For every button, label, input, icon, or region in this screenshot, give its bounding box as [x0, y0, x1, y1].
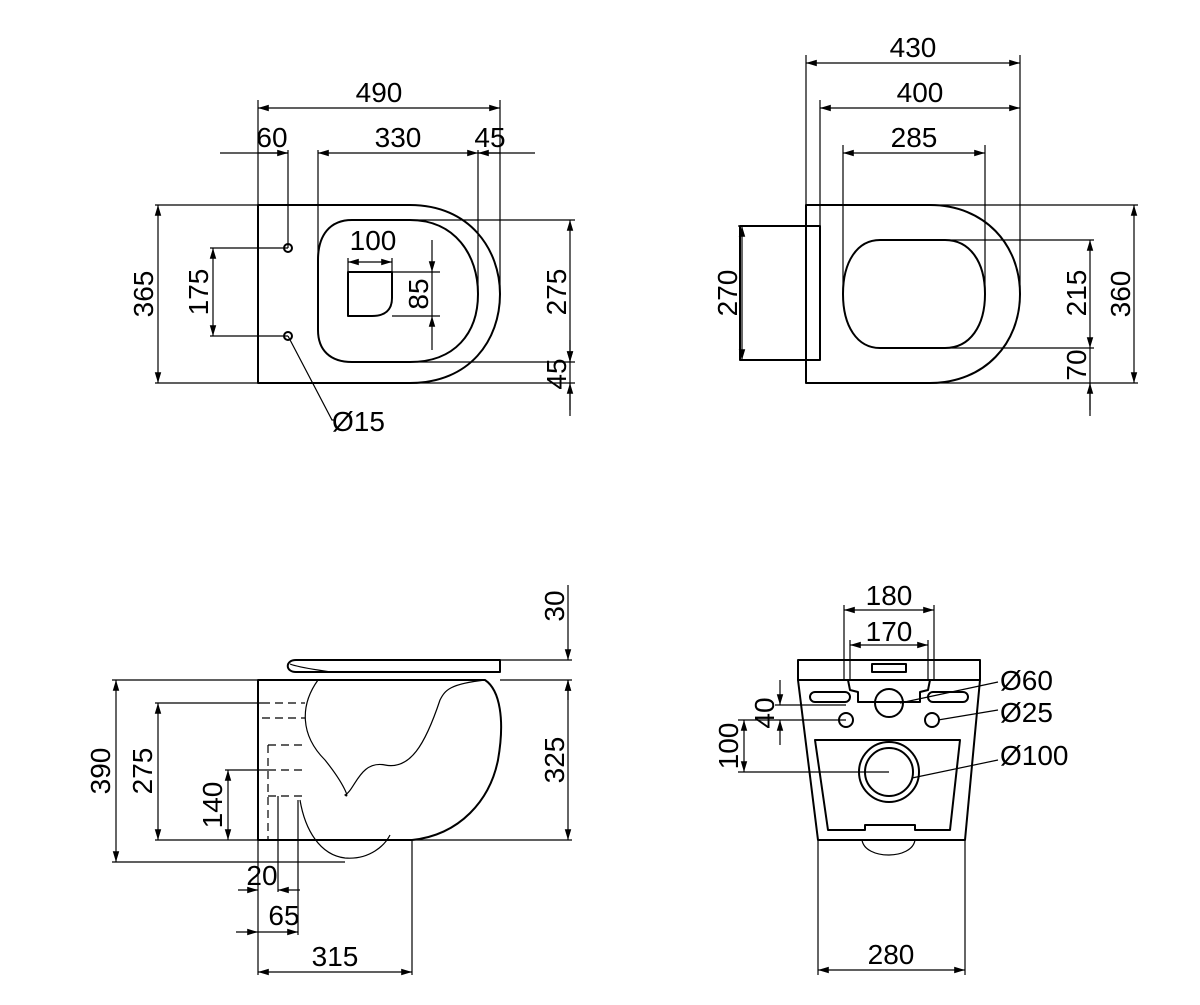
dim-outlet-diameter: Ø100 [1000, 740, 1069, 771]
rear-view: 180 170 40 100 280 Ø60 Ø25 Ø100 [713, 580, 1069, 975]
rear-view-inlet-bracket [847, 679, 931, 703]
dim-bracket-inner-width: 170 [866, 616, 913, 647]
dim-drain-depth: 85 [403, 278, 434, 309]
dim-bracket-outer-width: 180 [866, 580, 913, 611]
inlet-pipe-circle [874, 688, 904, 718]
dim-overall-length: 490 [356, 77, 403, 108]
dim-inlet-height: 275 [127, 748, 158, 795]
dim-seat-length: 400 [897, 77, 944, 108]
dim-outlet-height: 140 [197, 782, 228, 829]
seat-view-hinge-block [739, 225, 821, 361]
rear-view-hinge-plate [871, 663, 907, 673]
seat-view-seat-outline [805, 204, 1021, 384]
seat-view: 430 400 285 270 215 360 70 [712, 32, 1138, 416]
seat-view-lid-opening [842, 239, 986, 349]
side-view-seat [286, 659, 501, 673]
dim-body-projection: 315 [312, 941, 359, 972]
dim-seat-overall-length: 430 [890, 32, 937, 63]
dim-body-height: 325 [539, 737, 570, 784]
top-view: 490 60 330 45 365 175 100 85 275 45 Ø15 [128, 77, 575, 437]
dim-hole-height: 40 [749, 697, 780, 728]
dim-lid-opening-length: 285 [891, 122, 938, 153]
top-view-body-outline [257, 204, 501, 384]
dim-seat-thickness: 30 [539, 590, 570, 621]
dim-rim-offset: 45 [541, 358, 572, 389]
dim-bowl-length: 330 [375, 122, 422, 153]
side-view-bowl-inner [304, 679, 486, 797]
dim-fixing-hole-diameter: Ø25 [1000, 697, 1053, 728]
dim-seat-front-offset: 70 [1061, 349, 1092, 380]
dim-hole-diameter: Ø15 [332, 406, 385, 437]
dim-seat-width: 360 [1105, 271, 1136, 318]
top-view-bowl-outline [317, 219, 479, 363]
dim-hinge-width: 270 [712, 270, 743, 317]
rear-view-inner-recess [814, 739, 961, 831]
dim-drain-width: 100 [350, 225, 397, 256]
dim-rear-to-hole: 60 [256, 122, 287, 153]
dim-hole-spacing: 175 [183, 269, 214, 316]
dim-inlet-diameter: Ø60 [1000, 665, 1053, 696]
dim-lid-opening-width: 215 [1061, 270, 1092, 317]
dim-wall-gap: 20 [246, 860, 277, 891]
side-view-body-outline [257, 679, 503, 841]
side-view-trap [299, 799, 391, 859]
rear-view-slot-left [809, 691, 851, 703]
fixing-hole-right [924, 712, 940, 728]
dim-outlet-depth: 65 [268, 900, 299, 931]
dim-bowl-width: 275 [541, 269, 572, 316]
side-view: 30 390 275 325 140 20 65 315 [85, 585, 572, 976]
rear-view-slot-right [927, 691, 969, 703]
dim-base-width: 280 [868, 939, 915, 970]
top-view-drain-opening [347, 271, 393, 317]
dim-total-height: 390 [85, 748, 116, 795]
dim-outlet-offset: 100 [713, 723, 744, 770]
dim-front-rim: 45 [474, 122, 505, 153]
dim-overall-width: 365 [128, 271, 159, 318]
